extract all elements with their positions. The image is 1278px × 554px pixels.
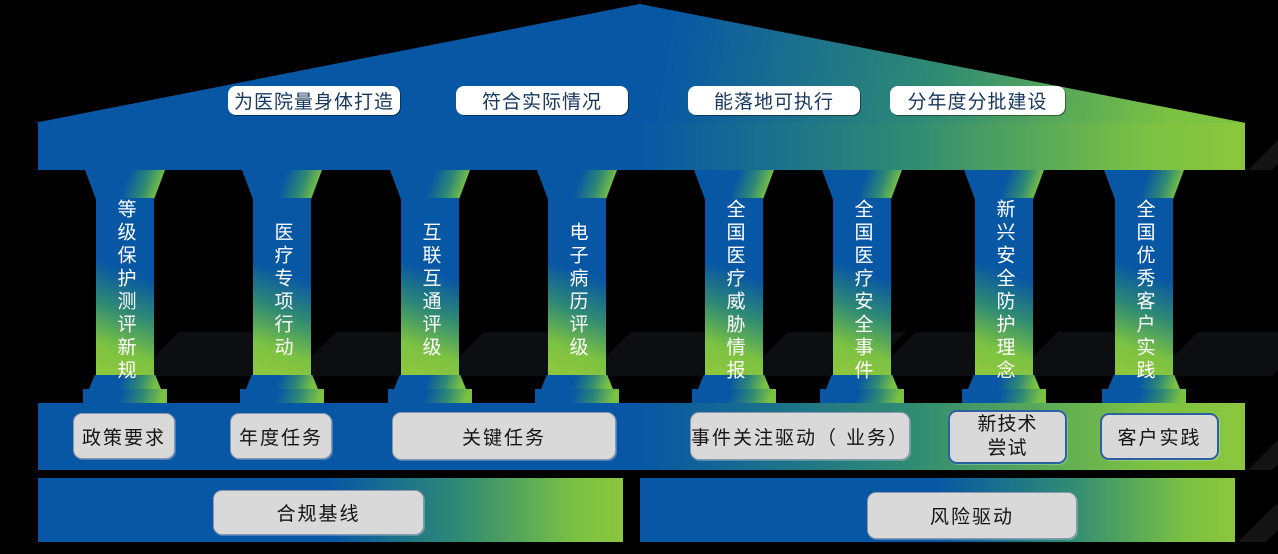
pillar-capital [694,170,774,200]
pillar-base [541,375,613,389]
pillar-capital [242,170,322,200]
pillar-base [89,375,161,389]
pillar-label: 全国优秀客户实践 [1133,199,1156,383]
pillar-plinth [83,389,167,403]
pillar-base [394,375,466,389]
pillar-capital [822,170,902,200]
pillar-plinth [962,389,1046,403]
roof-label-realistic: 符合实际情况 [456,86,628,115]
pillar-shaft [96,198,154,377]
beam-edge-shadow [1248,140,1278,170]
foundation-label-risk-driven: 风险驱动 [867,492,1077,539]
pillar-label: 电子病历评级 [566,222,589,360]
pillar-base [698,375,770,389]
pillar-2: 医疗专项行动 [240,170,454,403]
pillar-plinth [388,389,472,403]
base-label-policy: 政策要求 [73,413,175,459]
pillar-shaft [401,198,459,377]
pillar-capital [537,170,617,200]
base-label-event-driven: 事件关注驱动（ 业务） [690,412,910,460]
pillar-label: 医疗专项行动 [271,222,294,360]
pillar-base [968,375,1040,389]
base-label-text: 事件关注驱动（ 业务） [691,426,910,449]
pillar-plinth [1102,389,1186,403]
base-label-annual-tasks: 年度任务 [230,413,332,459]
pillar-label: 全国医疗威胁情报 [723,199,746,383]
base-label-text: 新技术 尝试 [977,413,1038,459]
pillar-shaft [1115,198,1173,377]
roof-label-phased: 分年度分批建设 [890,86,1065,115]
base-label-text: 政策要求 [81,426,166,449]
pillar-capital [964,170,1044,200]
pillar-5: 全国医疗威胁情报 [692,170,906,403]
pillar-label: 新兴安全防护理念 [993,199,1016,383]
base-label-text: 年度任务 [238,426,323,449]
pillar-label: 等级保护测评新规 [114,199,137,383]
pillar-shaft [705,198,763,377]
pillar-plinth [820,389,904,403]
roof-label-text: 符合实际情况 [481,91,602,113]
pillar-1: 等级保护测评新规 [83,170,297,403]
roof-label-text: 能落地可执行 [713,91,834,113]
pillar-capital [390,170,470,200]
pillar-capital [85,170,165,200]
base-bar-edge-shadow [1248,428,1278,470]
pillar-plinth [240,389,324,403]
pillar-shaft [975,198,1033,377]
foundation-label-text: 风险驱动 [929,506,1014,528]
roof-label-executable: 能落地可执行 [688,86,860,115]
base-label-text: 客户实践 [1117,427,1202,449]
roof-label-custom-built: 为医院量身体打造 [228,86,400,115]
base-label-new-tech: 新技术 尝试 [948,410,1067,464]
pillar-shaft [833,198,891,377]
pillar-shaft [548,198,606,377]
roof-label-text: 为医院量身体打造 [233,91,394,113]
pillar-plinth [535,389,619,403]
pillar-label: 全国医疗安全事件 [851,199,874,383]
base-label-text: 关键任务 [461,426,546,449]
roof-beam [38,123,1245,170]
pillar-plinth [692,389,776,403]
pillar-shaft [253,198,311,377]
pillar-4: 电子病历评级 [535,170,749,403]
roof-label-text: 分年度分批建设 [907,91,1048,113]
pillar-8: 全国优秀客户实践 [1102,170,1278,403]
foundation-label-text: 合规基线 [276,503,361,525]
foundation-label-compliance-baseline: 合规基线 [213,490,424,535]
pillar-base [1108,375,1180,389]
pillar-label: 互联互通评级 [419,222,442,360]
base-label-key-tasks: 关键任务 [392,412,616,460]
pillar-capital [1104,170,1184,200]
pillar-3: 互联互通评级 [388,170,602,403]
pillar-6: 全国医疗安全事件 [820,170,1034,403]
pillar-base [826,375,898,389]
base-label-customer-practice: 客户实践 [1100,413,1219,460]
pillar-base [246,375,318,389]
pillar-7: 新兴安全防护理念 [962,170,1176,403]
foundation-edge-shadow [1238,505,1278,542]
